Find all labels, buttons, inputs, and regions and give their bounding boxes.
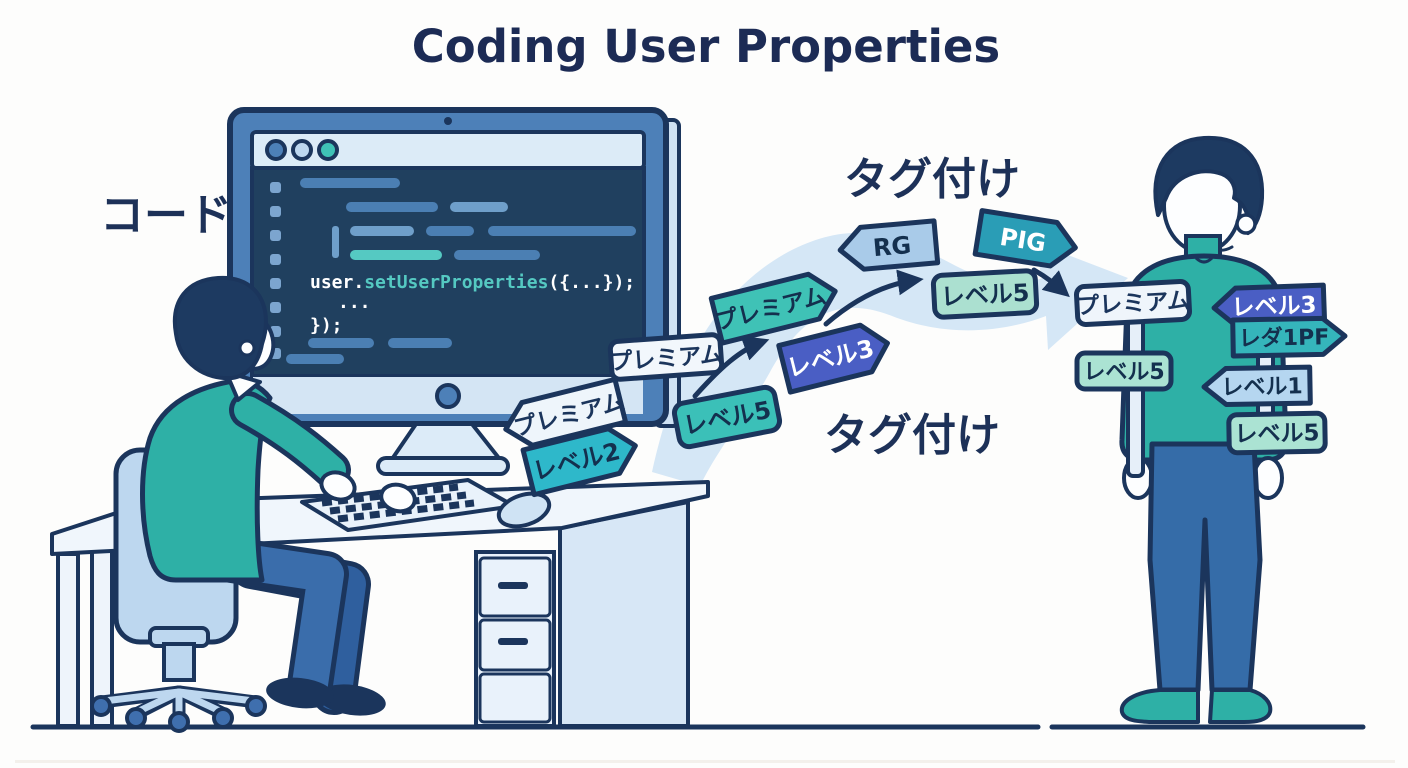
tag-level3-flow: レベル3	[776, 322, 890, 395]
drawer-front-bottom	[478, 672, 552, 724]
code-line-1: user.setUserProperties({...});	[310, 272, 635, 293]
code-args: ({...});	[548, 272, 635, 293]
tagging-label-bottom: タグ付け	[824, 410, 1000, 461]
tag-premium-teal: プレミアム	[708, 271, 838, 346]
monitor-logo-icon	[435, 383, 461, 409]
user-pants	[1147, 441, 1263, 693]
developer-near-leg-fill	[214, 542, 344, 702]
flow-arrows	[692, 267, 1070, 399]
developer-near-shoe	[266, 677, 334, 709]
drawer-handle-top	[498, 582, 528, 589]
bottom-faint-strip	[15, 760, 1395, 763]
tag-label: レダ1PF	[1239, 324, 1330, 352]
tag-rg: RG	[837, 218, 941, 272]
mouse	[496, 491, 552, 529]
code-gutter	[270, 182, 281, 359]
tag-premium-window: プレミアム	[607, 332, 725, 382]
window-button-maximize-icon	[317, 139, 339, 161]
user-neckline	[1194, 256, 1214, 264]
user-ear	[1235, 213, 1257, 235]
tag-level2: レベル2	[520, 426, 638, 498]
tag-post-left	[1126, 312, 1145, 478]
chair-stem	[162, 642, 196, 682]
chair-base-arms	[95, 685, 263, 725]
developer-hair	[172, 275, 269, 381]
tag-level5-person-left: レベル5	[1074, 350, 1174, 392]
tag-label: レベル1	[1221, 374, 1303, 400]
tag-label: レベル5	[1234, 420, 1319, 447]
tag-level5-person-bottom: レベル5	[1226, 410, 1328, 456]
flow-arrow-1	[692, 336, 770, 399]
tag-pig: PIG	[972, 208, 1078, 269]
monitor: user.setUserProperties({...}); ... });	[227, 107, 681, 476]
developer-far-shoe	[318, 684, 386, 716]
tag-label: レベル5	[1083, 360, 1164, 385]
code-method: setUserProperties	[364, 272, 548, 293]
developer-hand-left	[319, 470, 357, 502]
property-tags-person: プレミアム レベル3 レダ1PF レベル5 レベル1 レベル5	[1073, 279, 1348, 456]
code-skeleton-bars	[286, 178, 636, 364]
tag-label: レベル5	[940, 279, 1030, 312]
user-shoe-left	[1119, 688, 1200, 724]
window-button-minimize-icon	[291, 139, 313, 161]
tag-premium-person: プレミアム	[1073, 279, 1193, 327]
window-button-close-icon	[265, 139, 287, 161]
tag-label: RG	[872, 231, 912, 262]
chair-wheels	[90, 695, 267, 733]
developer-ear	[238, 339, 256, 357]
page-title: Coding User Properties	[412, 20, 1000, 73]
webcam-dot-icon	[444, 117, 452, 125]
tag-label: プレミアム	[1076, 288, 1191, 320]
desk-side-panel	[558, 500, 690, 728]
flow-arrow-3	[1031, 267, 1070, 298]
code-line-2: ...	[338, 292, 371, 313]
developer-arm-fill	[234, 396, 346, 484]
flow-arrow-2	[823, 269, 924, 327]
monitor-stand-base	[376, 456, 510, 476]
tagging-label-top: タグ付け	[844, 154, 1020, 205]
tag-level5-mid: レベル5	[930, 268, 1040, 320]
code-label: コード	[100, 190, 232, 241]
user-shoe-right	[1208, 688, 1273, 724]
code-object: user.	[310, 272, 364, 293]
property-tags-flow: プレミアム プレミアム レベル2 レベル5 プレミアム レベル3 RG PIG	[503, 208, 1078, 498]
developer-person	[140, 275, 386, 716]
tag-premium-floating: プレミアム	[503, 376, 629, 448]
desk-leg-left-a	[56, 552, 80, 728]
tag-level5-low: レベル5	[671, 384, 783, 450]
tag-reta1pf: レダ1PF	[1230, 315, 1348, 359]
tag-level1-person: レベル1	[1201, 364, 1313, 408]
drawer-handle-middle	[498, 638, 528, 645]
developer-hand-right	[379, 482, 417, 514]
code-line-3: });	[310, 315, 343, 336]
